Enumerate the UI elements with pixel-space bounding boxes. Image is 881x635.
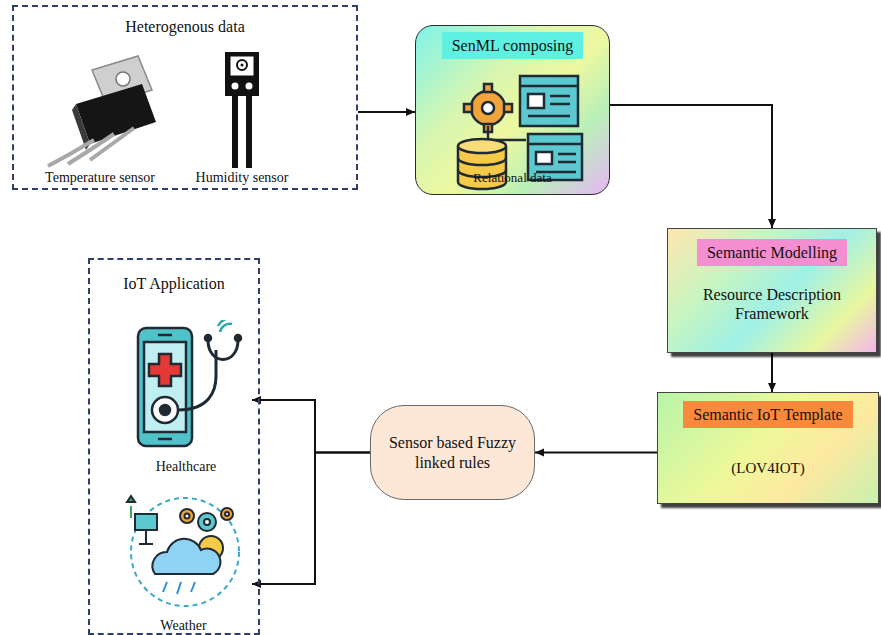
icon-node: Temperature sensor [30, 42, 170, 189]
node-text: Resource Description Framework [682, 285, 862, 323]
node-text: Relational data [418, 170, 607, 186]
process-box: Sensor based Fuzzy linked rules [370, 405, 535, 500]
process-box: Heterogenous data Temperature sensor Hum… [12, 5, 358, 190]
flow-arrow [535, 452, 657, 454]
header-text: Semantic IoT Template [683, 401, 852, 428]
humidity-sensor-icon [187, 46, 297, 171]
flow-arrow [771, 353, 773, 392]
icon-node: Humidity sensor [187, 42, 297, 189]
header-text: SenML composing [442, 32, 584, 59]
header-label: SenML composing [418, 32, 607, 59]
header-label: Semantic IoT Template [660, 401, 876, 428]
node-text: Healthcare [122, 459, 250, 476]
node-text: Temperature sensor [32, 170, 168, 187]
icon-node: Weather [115, 490, 252, 635]
header-text: Semantic Modelling [697, 239, 847, 266]
healthcare-icon [120, 320, 252, 455]
icon-node: SenML composingRelational data [415, 25, 610, 195]
header-label: Semantic Modelling [670, 239, 874, 266]
flow-arrow [610, 105, 772, 228]
process-box: IoT Application Healthcare [88, 258, 260, 635]
flow-arrow [252, 453, 370, 585]
node-text: Sensor based Fuzzy linked rules [371, 433, 534, 471]
temperature-sensor-icon [30, 50, 170, 170]
node-text: IoT Application [92, 274, 256, 293]
node-text: Humidity sensor [189, 170, 295, 187]
node-text: Weather [117, 618, 250, 635]
weather-icon [115, 490, 252, 610]
node-text: (LOV4IOT) [660, 459, 876, 477]
flow-arrow [252, 400, 370, 453]
process-box: Semantic IoT Template (LOV4IOT) [657, 392, 879, 504]
process-box: Semantic ModellingResource Description F… [667, 228, 877, 353]
flow-arrow [358, 111, 415, 113]
node-text: Heterogenous data [16, 17, 354, 36]
icon-node: Healthcare [120, 320, 252, 480]
